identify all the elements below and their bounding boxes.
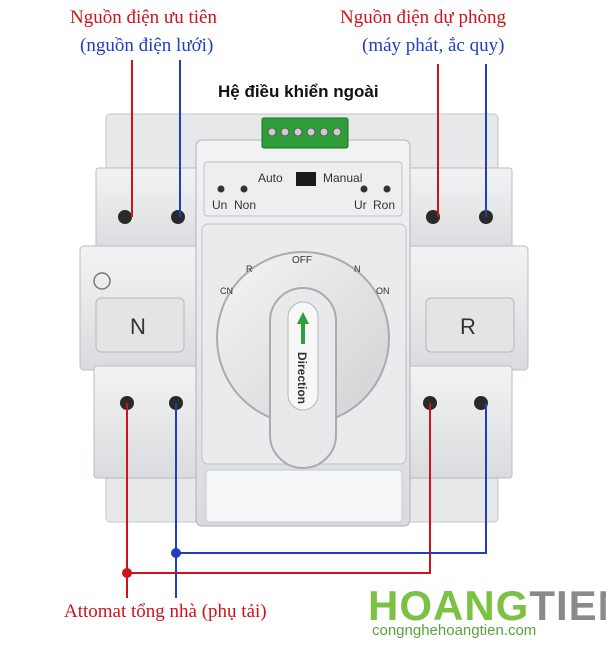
logo-part-hoang: HOANG [368,582,530,629]
control-strip [203,161,403,217]
backup-source-sublabel: (máy phát, ắc quy) [362,35,505,56]
led-ur [360,185,368,193]
terminal-pin-2 [280,127,290,137]
top-right-module [403,167,513,251]
direction-arrow-icon [297,312,309,344]
led-un [217,185,225,193]
backup-source-label: Nguồn điện dự phòng [340,7,506,28]
wire-load-live [126,403,431,574]
terminal-pin-4 [306,127,316,137]
brand-logo: HOANGTIEN [368,582,606,630]
panel-n-box [95,297,185,353]
junction-neutral [171,548,181,558]
primary-source-sublabel: (nguồn điện lưới) [80,35,214,56]
screw-top-2 [171,210,185,224]
indicator-ron-label: Ron [373,198,395,212]
panel-r-letter: R [460,314,476,339]
junction-live [122,568,132,578]
mode-switch[interactable] [296,172,316,186]
control-terminal-block [261,117,349,149]
screw-bottom-4 [474,396,488,410]
dial-n-label: N [354,264,361,274]
led-ron [383,185,391,193]
bottom-left-module [93,365,203,479]
terminal-pin-1 [267,127,277,137]
panel-r-box [425,297,515,353]
terminal-pin-6 [332,127,342,137]
logo-website: congnghehoangtien.com [372,622,537,639]
handle-grip [287,301,319,411]
terminal-pin-5 [319,127,329,137]
mode-auto-label: Auto [258,171,283,185]
indicator-ur-label: Ur [354,198,367,212]
load-breaker-label: Attomat tổng nhà (phụ tải) [64,601,267,622]
screw-top-1 [118,210,132,224]
dial-cn-label: CN [220,286,233,296]
panel-n-letter: N [130,314,146,339]
dial-r-label: R [246,264,253,274]
terminal-pin-3 [293,127,303,137]
led-non [240,185,248,193]
wire-load-neutral [175,403,487,554]
dial-on-label: ON [376,286,390,296]
indicator-un-label: Un [212,198,227,212]
bottom-right-module [403,365,513,479]
logo-part-tien: TIEN [529,582,606,629]
nameplate [205,469,403,523]
indicator-non-label: Non [234,198,256,212]
mode-manual-label: Manual [323,171,362,185]
external-control-label: Hệ điều khiển ngoài [218,82,379,101]
cert-mark-icon [93,272,111,290]
top-left-module [95,167,201,251]
dial-off-label: OFF [292,255,312,266]
screw-top-3 [426,210,440,224]
handle-direction-text: Direction [295,352,309,404]
primary-source-label: Nguồn điện ưu tiên [70,7,217,28]
